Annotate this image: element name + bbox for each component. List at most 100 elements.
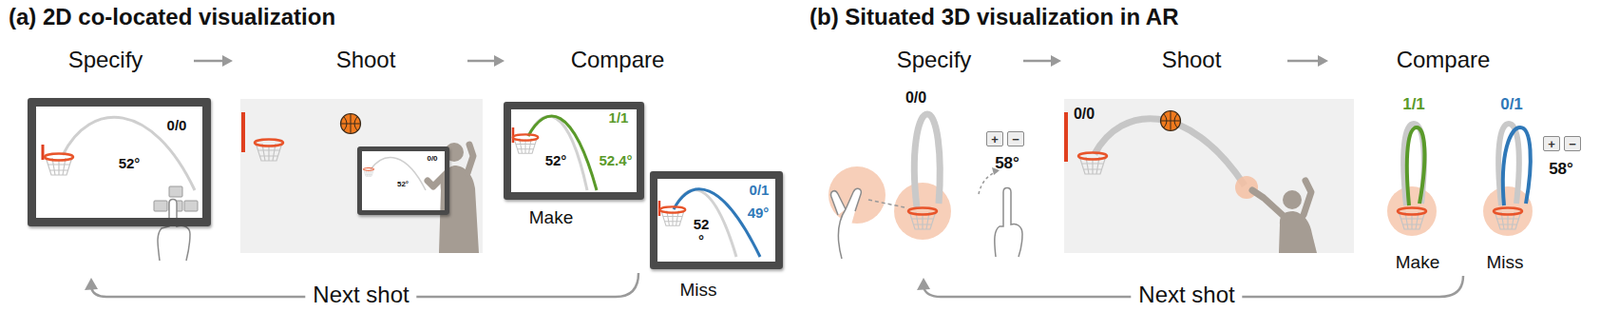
text-label: Specify (68, 46, 144, 74)
node-text: 52° (397, 180, 409, 190)
ball (341, 114, 362, 134)
text-label: Miss (679, 279, 717, 301)
drag-line (868, 199, 905, 208)
trajectory-3d (914, 114, 940, 208)
node-text: 0/0 (167, 117, 188, 134)
plus-button: + (986, 131, 1004, 147)
ball (1161, 111, 1181, 132)
arrow-head (494, 55, 505, 67)
node-text: − (1011, 133, 1020, 146)
player (1252, 180, 1317, 253)
node-text: + (1547, 137, 1556, 151)
node-text: 52 (693, 216, 710, 233)
make-tablet: 1/1 52° 52.4° (503, 101, 645, 200)
scene-ground (240, 98, 483, 253)
text-label: Specify (896, 46, 972, 74)
panel-heading: (a) 2D co-located visualization (8, 3, 336, 31)
scene-ground (1064, 98, 1354, 253)
hoop (1397, 208, 1427, 230)
text-label: Shoot (336, 46, 397, 74)
step-arrow (1023, 59, 1053, 63)
text-label: 0/0 (905, 89, 927, 107)
pinch-hand (831, 188, 862, 259)
target-trajectory (528, 115, 588, 191)
text-label: Next shot (1130, 281, 1242, 308)
mini-screen (357, 146, 450, 215)
text-label: 1/1 (1402, 95, 1426, 115)
step-arrow (467, 59, 496, 63)
arrow-head (222, 55, 233, 67)
arrow-head (1050, 55, 1062, 67)
shot-trajectory (1407, 127, 1426, 206)
backboard (241, 112, 246, 153)
shoot-scene-b (1064, 98, 1354, 253)
text-label: Make (1395, 251, 1440, 273)
node-text: ° (698, 232, 705, 249)
panel-heading: (b) Situated 3D visualization in AR (809, 3, 1179, 31)
node-text: 52.4° (598, 152, 632, 170)
node-text: 1/1 (609, 110, 629, 127)
hoop (908, 208, 937, 230)
specify-tablet-art (42, 116, 198, 261)
target-trajectory (1403, 123, 1425, 206)
step-arrow (1287, 59, 1320, 63)
hoop-circle (1387, 186, 1437, 236)
arrow-head (916, 277, 931, 290)
mini-tablet: 0/0 52° (357, 146, 450, 215)
text-label: Compare (1396, 46, 1491, 74)
hoop (362, 168, 375, 177)
node-text: − (1568, 137, 1577, 151)
screen (657, 178, 776, 262)
hoop (1493, 208, 1523, 230)
text-label: 58° (1548, 159, 1574, 179)
compare-ar-art (1387, 123, 1533, 236)
shot-trajectory (1503, 127, 1531, 206)
text-label: Next shot (304, 281, 417, 308)
shoot-scene-a (240, 98, 483, 253)
miss-tablet-art (657, 178, 776, 262)
hoop (1078, 152, 1107, 175)
make-tablet-art (513, 115, 597, 191)
specify-ar-art (828, 114, 1023, 259)
plus-button: + (1542, 135, 1561, 152)
minus-button: − (1007, 131, 1025, 147)
gesture-arrow (978, 171, 998, 194)
node-text: 0/1 (749, 182, 770, 199)
node-text: + (990, 133, 999, 146)
text-label: 58° (994, 153, 1020, 173)
text-label: Compare (571, 46, 666, 74)
node-text: 0/0 (426, 154, 438, 164)
hoop-circle (1483, 186, 1533, 236)
tablet-screen: 0/0 52° (27, 97, 211, 227)
text-label: Shoot (1161, 46, 1222, 74)
text-label: 0/1 (1500, 95, 1524, 115)
ar-scene: 0/0 (1064, 98, 1354, 253)
node-text: 0/0 (1073, 105, 1095, 123)
pointing-hand (994, 188, 1023, 258)
text-label: Miss (1485, 251, 1524, 273)
step-arrow (193, 59, 225, 63)
player (427, 142, 479, 253)
hoop (254, 139, 284, 162)
hoop (513, 133, 539, 153)
minus-button: − (1563, 135, 1581, 152)
hoop (660, 206, 686, 226)
next-shot-arrows (84, 272, 1464, 297)
trajectory (62, 116, 195, 191)
shot-trajectory (673, 189, 761, 257)
node-text: 52° (118, 155, 141, 172)
node-text: 49° (747, 205, 770, 222)
target-trajectory (673, 190, 737, 257)
shot-trajectory (528, 115, 597, 191)
hoop (44, 153, 74, 176)
arrow-head (84, 277, 98, 290)
hand (157, 199, 191, 262)
miss-tablet: 0/1 52° 49° (649, 171, 783, 269)
text-label: Make (529, 207, 573, 229)
trajectory (370, 157, 426, 191)
node-text: 52° (545, 152, 568, 170)
arrow-head (1317, 55, 1329, 67)
backboard (1064, 112, 1068, 162)
